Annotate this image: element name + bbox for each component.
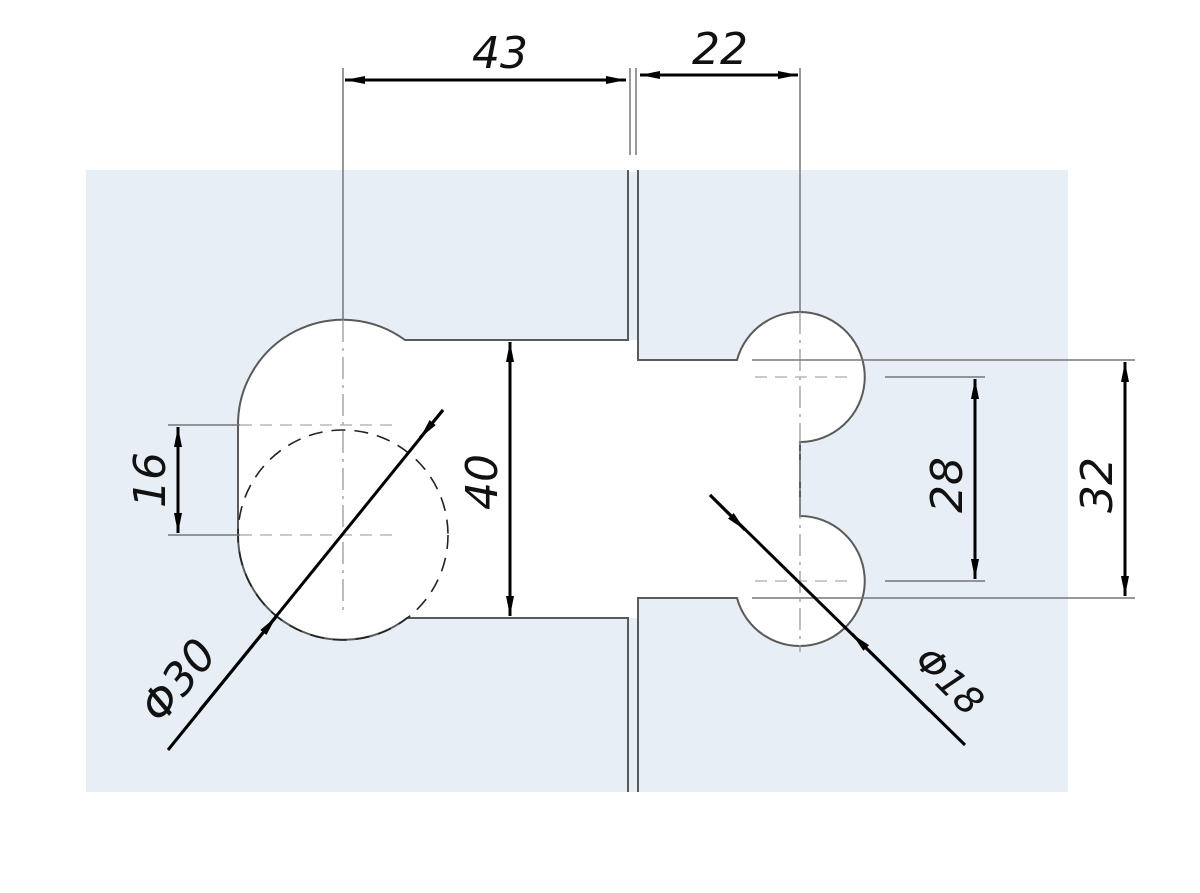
dim-label-40: 40 (457, 454, 508, 510)
hinge-cutout (237, 312, 865, 646)
dim-label-32: 32 (1072, 457, 1123, 513)
dim-label-16: 16 (125, 452, 176, 508)
dim-label-22: 22 (692, 24, 748, 75)
dim-label-28: 28 (922, 457, 973, 513)
dim-label-43: 43 (472, 28, 528, 79)
